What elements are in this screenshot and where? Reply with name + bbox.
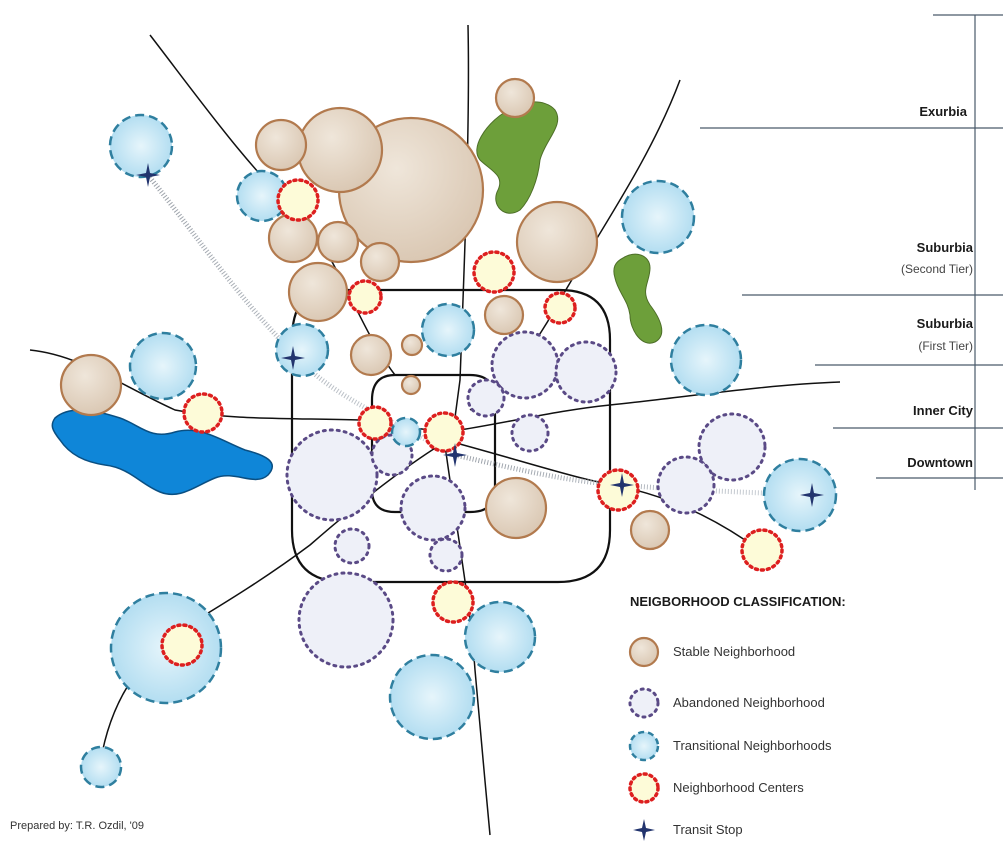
abandoned-neighborhood [510, 413, 550, 453]
neighborhood-center [182, 392, 224, 434]
legend-transit-icon [633, 819, 655, 841]
stable-neighborhood [316, 220, 360, 264]
stable-neighborhood [59, 353, 123, 417]
zone-label-suburbia-first: Suburbia [916, 316, 973, 331]
stable-neighborhood [515, 200, 599, 284]
abandoned-neighborhood [285, 428, 379, 522]
stable-neighborhood [494, 77, 536, 119]
abandoned-neighborhood [554, 340, 618, 404]
neighborhood-center [740, 528, 784, 572]
abandoned-neighborhood [399, 474, 467, 542]
park-shape-north [476, 101, 559, 214]
neighborhood-center [276, 178, 320, 222]
legend-label-transit: Transit Stop [673, 822, 743, 837]
neighborhood-center [543, 291, 577, 325]
transitional-neighborhood [274, 322, 330, 378]
zone-sub-first-tier: (First Tier) [918, 339, 973, 353]
stable-neighborhood [359, 241, 401, 283]
transit-stop-icon [281, 346, 305, 370]
legend-stable-icon [628, 636, 660, 668]
abandoned-neighborhood [466, 378, 506, 418]
transitional-neighborhood [620, 179, 696, 255]
legend-label-center: Neighborhood Centers [673, 780, 804, 795]
zone-label-suburbia-second: Suburbia [916, 240, 973, 255]
stable-neighborhood [400, 374, 422, 396]
abandoned-neighborhood [428, 537, 464, 573]
stable-neighborhood [484, 476, 548, 540]
transitional-neighborhood [108, 113, 174, 179]
neighborhood-centers [160, 178, 784, 667]
stable-neighborhood [267, 212, 319, 264]
transitional-neighborhood [420, 302, 476, 358]
abandoned-neighborhood [490, 330, 560, 400]
legend-label-transitional: Transitional Neighborhoods [673, 738, 832, 753]
stable-neighborhood [349, 333, 393, 377]
transit-stop-icon [800, 483, 824, 507]
abandoned-neighborhood [697, 412, 767, 482]
transit-stop-icon [610, 473, 634, 497]
stable-neighborhood [400, 333, 424, 357]
legend-label-stable: Stable Neighborhood [673, 644, 796, 659]
transitional-neighborhood [463, 600, 537, 674]
abandoned-neighborhood [333, 527, 371, 565]
abandoned-neighborhood [656, 455, 716, 515]
credit-text: Prepared by: T.R. Ozdil, '09 [10, 820, 144, 832]
park-shape-east [613, 253, 663, 344]
zone-divider-lines [700, 14, 1003, 490]
stable-neighborhood [483, 294, 525, 336]
neighborhood-center [472, 250, 516, 294]
legend-transitional-icon [628, 730, 660, 762]
transitional-neighborhood [388, 653, 476, 741]
abandoned-neighborhoods [285, 330, 767, 669]
abandoned-neighborhood [297, 571, 395, 669]
neighborhood-center [357, 405, 393, 441]
stable-neighborhood [254, 118, 308, 172]
stable-neighborhoods [59, 77, 671, 551]
transit-stop-icon [443, 443, 467, 467]
stable-neighborhood [287, 261, 349, 323]
neighborhood-center [347, 279, 383, 315]
lake-shape [51, 409, 274, 496]
neighborhood-center [423, 411, 465, 453]
legend-abandoned-icon [628, 687, 660, 719]
zone-label-inner-city: Inner City [913, 403, 973, 418]
transitional-neighborhood [128, 331, 198, 401]
neighborhood-center [596, 468, 640, 512]
neighborhood-center [160, 623, 204, 667]
transitional-neighborhood [669, 323, 743, 397]
legend-title: NEIGBORHOOD CLASSIFICATION: [630, 594, 846, 609]
transitional-neighborhood [79, 745, 123, 789]
legend-center-icon [628, 772, 660, 804]
zone-sub-second-tier: (Second Tier) [900, 262, 973, 276]
transitional-neighborhood [390, 416, 422, 448]
zone-label-downtown: Downtown [907, 455, 973, 470]
legend-symbols [628, 636, 660, 841]
stable-neighborhood [296, 106, 384, 194]
neighborhood-center [431, 580, 475, 624]
transitional-neighborhoods [79, 113, 838, 789]
transit-stop-icon [136, 163, 160, 187]
zone-label-exurbia: Exurbia [919, 104, 967, 119]
legend-label-abandoned: Abandoned Neighborhood [673, 695, 825, 710]
stable-neighborhood [629, 509, 671, 551]
transit-stops [136, 163, 824, 507]
